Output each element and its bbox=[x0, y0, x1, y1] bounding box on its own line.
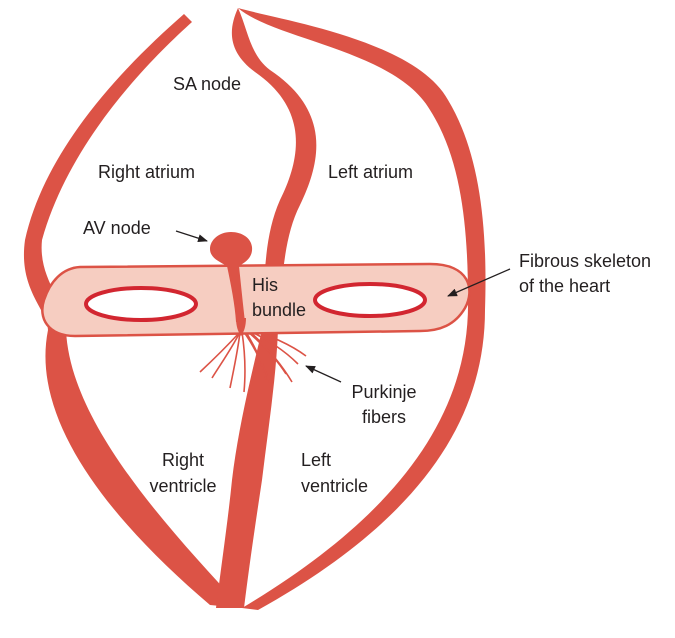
right-ventricle-label-line1: Right bbox=[143, 448, 223, 472]
fibrous-skeleton-label-line2: of the heart bbox=[519, 274, 610, 298]
purkinje-label-line1: Purkinje bbox=[341, 380, 427, 404]
left-atrium-label: Left atrium bbox=[328, 160, 413, 184]
purkinje-arrow bbox=[306, 366, 341, 382]
left-ventricle-label-line2: ventricle bbox=[301, 474, 368, 498]
mitral-valve-ring bbox=[315, 284, 425, 316]
right-atrium-label: Right atrium bbox=[98, 160, 195, 184]
his-bundle-label-line2: bundle bbox=[252, 298, 306, 322]
left-ventricle-label-line1: Left bbox=[301, 448, 331, 472]
av-node-arrow bbox=[176, 231, 207, 241]
right-ventricle-label-line2: ventricle bbox=[143, 474, 223, 498]
purkinje-label-line2: fibers bbox=[341, 405, 427, 429]
tricuspid-valve-ring bbox=[86, 288, 196, 320]
his-bundle-label-line1: His bbox=[252, 273, 278, 297]
sa-node-label: SA node bbox=[173, 72, 241, 96]
av-node-label: AV node bbox=[83, 216, 151, 240]
fibrous-skeleton-label-line1: Fibrous skeleton bbox=[519, 249, 651, 273]
